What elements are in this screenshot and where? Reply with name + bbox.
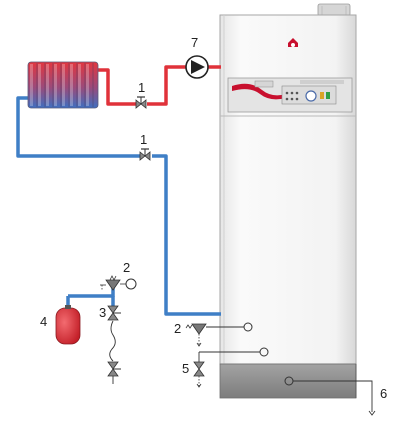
return-pipe	[16, 96, 221, 316]
pressure-gauge-icon	[305, 90, 317, 102]
flue-pipe	[317, 3, 351, 17]
panel-red-stripe	[232, 83, 294, 100]
condensate-drain-line	[293, 380, 376, 416]
boiler	[219, 3, 357, 399]
fill-valve-icon	[107, 305, 121, 384]
expansion-vessel-icon	[55, 305, 81, 345]
label-condensate-drain: 6	[380, 386, 387, 401]
label-valve-supply: 1	[138, 80, 145, 95]
label-valve-return: 1	[140, 132, 147, 147]
boiler-body	[219, 14, 357, 365]
safety-valve-boiler-icon	[185, 323, 244, 347]
label-safety-valve-boiler: 2	[174, 321, 181, 336]
label-drain-valve: 5	[182, 361, 189, 376]
control-panel	[227, 77, 353, 113]
flow-pipe	[96, 65, 221, 106]
label-safety-valve-top: 2	[123, 260, 130, 275]
label-fill-valve: 3	[99, 305, 106, 320]
pump-icon	[185, 55, 209, 79]
label-expansion-vessel: 4	[40, 314, 47, 329]
valve-icon	[135, 96, 147, 109]
brand-logo-icon	[288, 38, 298, 47]
safety-valve-icon	[100, 275, 137, 291]
radiator-icon	[27, 61, 99, 109]
drain-valve-icon	[193, 351, 260, 388]
label-pump: 7	[191, 35, 198, 50]
valve-icon	[139, 148, 151, 161]
